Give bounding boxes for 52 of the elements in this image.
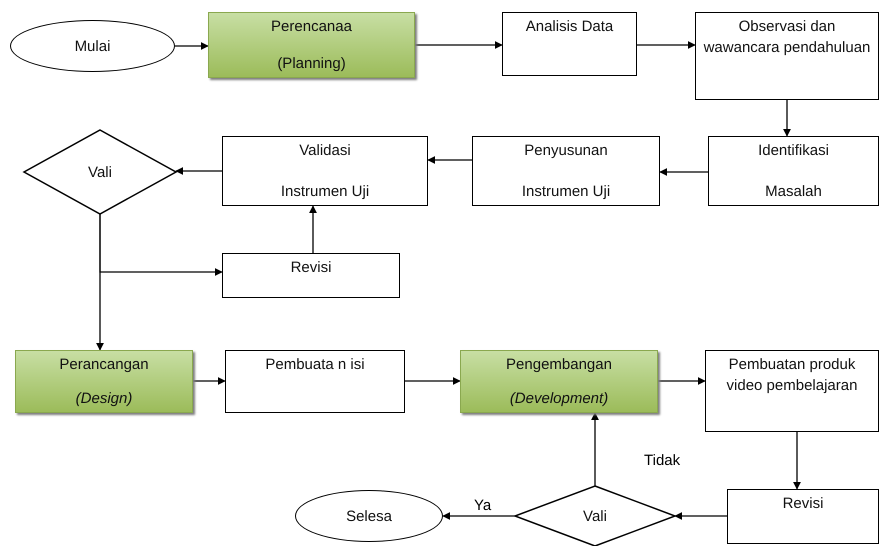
node-label: Identifikasi [758, 141, 829, 161]
node-label: Validasi [299, 141, 351, 161]
node-label: Mulai [74, 36, 110, 56]
node-label: Perencanaa [271, 17, 352, 37]
arrow [659, 168, 708, 176]
process-box [222, 136, 428, 206]
process-box [472, 136, 660, 206]
arrow [637, 41, 696, 49]
node-label: Revisi [290, 258, 332, 278]
node-label: Vali [88, 162, 112, 182]
arrow [193, 377, 226, 385]
arrow [674, 512, 727, 520]
arrow [175, 42, 209, 50]
node-label: Pembuatan produk video pembelajaran [726, 355, 858, 396]
node-label: Selesa [346, 506, 392, 526]
decision-diamond [24, 130, 176, 214]
arrow [591, 412, 599, 486]
process-box [225, 350, 405, 413]
node-label: Analisis Data [526, 17, 614, 37]
process-box [727, 489, 879, 544]
process-box [502, 12, 637, 76]
phase-box [15, 350, 193, 413]
node-label: Observasi dan wawancara pendahuluan [702, 17, 872, 58]
node-label: Vali [583, 506, 607, 526]
node-sublabel: (Design) [76, 389, 132, 409]
node-sublabel: (Development) [510, 389, 608, 409]
node-label: Perancangan [59, 355, 149, 375]
arrow [309, 205, 317, 253]
node-sublabel: Instrumen Uji [280, 182, 370, 202]
node-label: Penyusunan [524, 141, 608, 161]
arrow [442, 512, 515, 520]
node-sublabel: Instrumen Uji [522, 182, 610, 202]
node-sublabel: Masalah [765, 182, 822, 202]
phase-box [460, 350, 658, 413]
node-label: Pembuata n isi [265, 355, 365, 375]
arrow [415, 41, 503, 49]
process-box [705, 350, 879, 432]
phase-box [208, 12, 415, 78]
process-box [222, 253, 400, 298]
decision-diamond [515, 486, 675, 546]
node-label: Pengembangan [506, 355, 612, 375]
process-box [708, 136, 879, 206]
process-box [695, 12, 879, 100]
arrow [658, 377, 706, 385]
arrow [427, 156, 472, 164]
node-sublabel: (Planning) [277, 54, 346, 74]
arrow [175, 167, 222, 175]
arrow [783, 100, 791, 137]
arrow [96, 214, 104, 351]
arrow [793, 432, 801, 490]
arrow [405, 377, 461, 385]
node-label: Revisi [782, 494, 824, 514]
